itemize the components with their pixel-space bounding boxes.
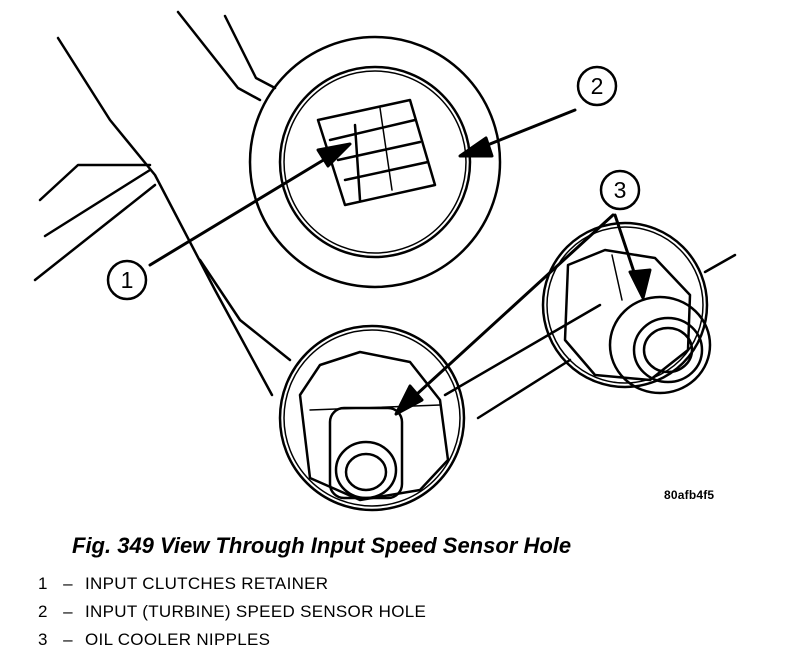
arrowhead-3a [394,384,424,416]
callout-2: 2 [576,65,618,107]
legend-number: 1 [38,574,48,593]
leader-line-3a [403,213,615,407]
legend-number: 2 [38,602,48,621]
leader-line-1 [148,148,342,267]
callout-1-number: 1 [121,267,134,293]
legend-text: INPUT (TURBINE) SPEED SENSOR HOLE [85,602,427,621]
legend-text: INPUT CLUTCHES RETAINER [85,574,329,593]
legend-dash: – [63,630,73,649]
legend-number: 3 [38,630,48,649]
legend-text: OIL COOLER NIPPLES [85,630,271,649]
image-code: 80afb4f5 [664,488,715,502]
legend-item: 1– INPUT CLUTCHES RETAINER [38,574,328,594]
callout-3: 3 [599,169,641,211]
leader-lines [148,108,652,416]
sensor-hole-boss [248,35,502,289]
clutch-retainer [316,98,437,207]
callout-3-number: 3 [614,177,627,203]
upper-cooler-fitting [541,221,712,395]
arrowhead-3b [628,268,652,300]
arrowhead-2 [458,136,494,158]
leader-line-2 [473,108,577,152]
arrowhead-1 [316,142,352,168]
callout-1: 1 [106,259,148,301]
lower-cooler-fitting [278,324,466,512]
legend-dash: – [63,574,73,593]
legend-item: 2– INPUT (TURBINE) SPEED SENSOR HOLE [38,602,426,622]
figure-caption: Fig. 349 View Through Input Speed Sensor… [72,533,572,558]
case-outline [33,10,737,420]
legend-item: 3– OIL COOLER NIPPLES [38,630,270,650]
callout-2-number: 2 [591,73,604,99]
legend-dash: – [63,602,73,621]
transmission-illustration: 1 2 3 [33,10,737,512]
